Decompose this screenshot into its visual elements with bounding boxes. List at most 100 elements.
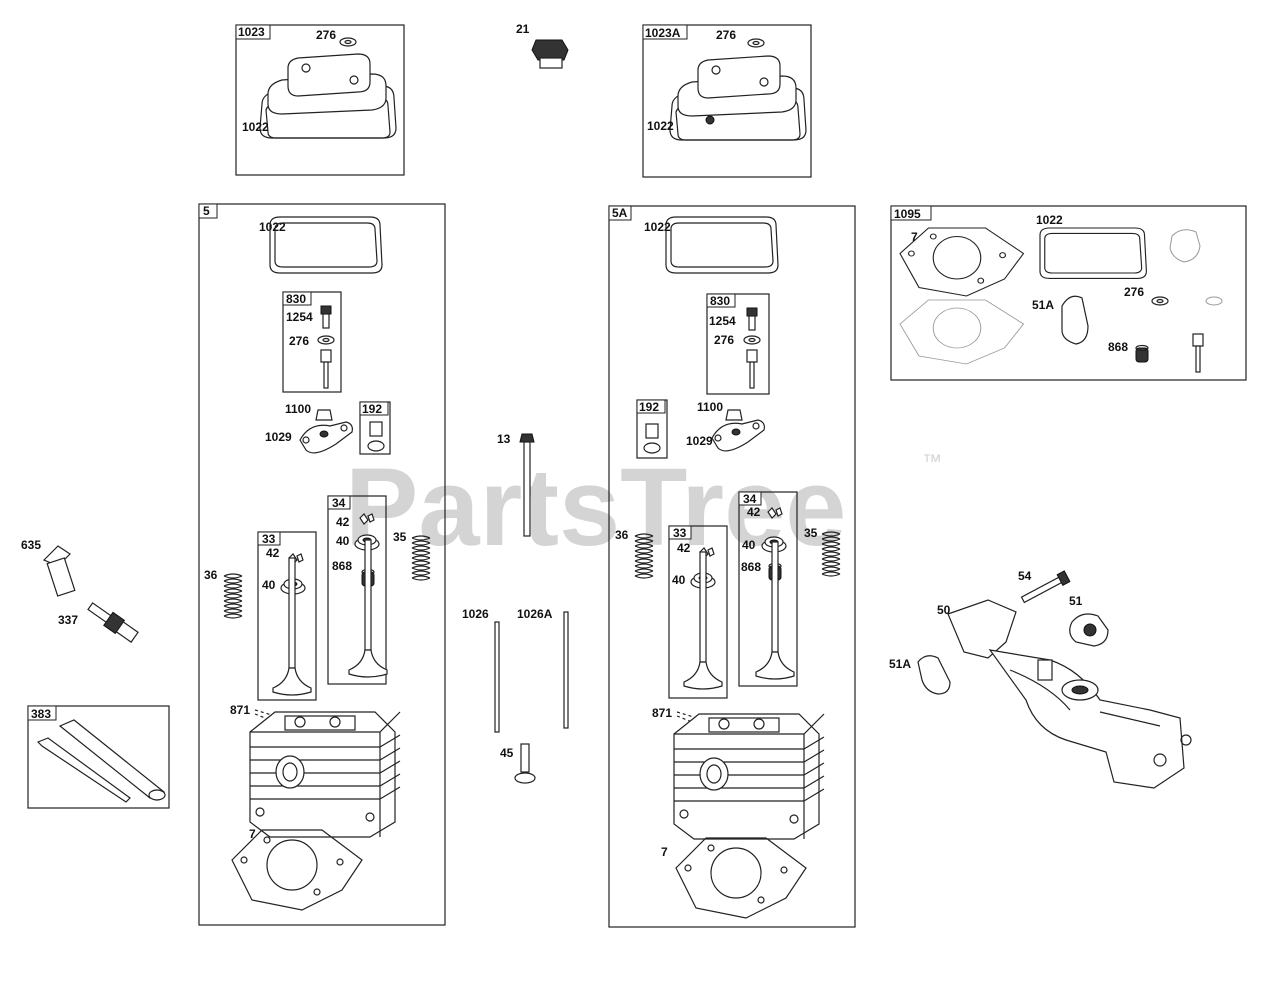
- callout-1022[interactable]: 1022: [644, 220, 671, 234]
- gasket-icon: [1061, 295, 1089, 345]
- callout-276[interactable]: 276: [716, 28, 736, 42]
- watermark-trademark: ™: [922, 451, 942, 473]
- tappet-foot: [514, 772, 536, 784]
- callout-1022[interactable]: 1022: [259, 220, 286, 234]
- callout-42[interactable]: 42: [747, 505, 761, 519]
- callout-42[interactable]: 42: [336, 515, 350, 529]
- head-gasket-icon: [231, 829, 363, 911]
- group-manifold: 54 50 51 51A: [889, 569, 1192, 789]
- callout-51[interactable]: 51: [1069, 594, 1083, 608]
- callout-45[interactable]: 45: [500, 746, 514, 760]
- stud-icon: [1192, 333, 1204, 373]
- callout-51a[interactable]: 51A: [1032, 298, 1054, 312]
- callout-7[interactable]: 7: [911, 230, 918, 244]
- gasket-icon: [917, 655, 951, 695]
- tappet-icon: [520, 743, 530, 773]
- intake-gasket-faded-icon: [1169, 229, 1201, 263]
- callout-276[interactable]: 276: [1124, 285, 1144, 299]
- callout-1022[interactable]: 1022: [242, 120, 269, 134]
- box-label-1023[interactable]: 1023: [238, 25, 265, 39]
- callout-40[interactable]: 40: [672, 573, 686, 587]
- valve-icon: [272, 557, 312, 696]
- callout-1022[interactable]: 1022: [1036, 213, 1063, 227]
- callout-42[interactable]: 42: [266, 546, 280, 560]
- callout-635[interactable]: 635: [21, 538, 41, 552]
- box-label-1023a[interactable]: 1023A: [645, 26, 681, 40]
- callout-7[interactable]: 7: [249, 827, 256, 841]
- box-label-5[interactable]: 5: [203, 204, 210, 218]
- box-label-383[interactable]: 383: [31, 707, 51, 721]
- box-label-33[interactable]: 33: [262, 532, 276, 546]
- intake-manifold-icon: [947, 599, 1192, 789]
- cylinder-head-icon: [249, 711, 401, 838]
- push-rod-guide-icon: [645, 423, 659, 439]
- rocker-stud-icon: [746, 349, 758, 389]
- cylinder-head-icon: [673, 713, 825, 840]
- callout-40[interactable]: 40: [262, 578, 276, 592]
- group-1023: 1023 276 1022: [235, 24, 405, 176]
- box-label-192[interactable]: 192: [639, 400, 659, 414]
- washer-faded-icon: [1205, 296, 1223, 306]
- callout-337[interactable]: 337: [58, 613, 78, 627]
- group-5: 5 1022 830 1254 276 1100 192 1029 34 42 …: [198, 203, 446, 926]
- push-rod-icon: [563, 611, 569, 729]
- callout-276[interactable]: 276: [289, 334, 309, 348]
- bolt-icon: [320, 305, 332, 329]
- group-ignition: 635 337: [21, 538, 139, 643]
- callout-51a[interactable]: 51A: [889, 657, 911, 671]
- callout-868[interactable]: 868: [1108, 340, 1128, 354]
- breather-nipple-icon: [705, 115, 715, 125]
- box-label-1095[interactable]: 1095: [894, 207, 921, 221]
- box-label-5a[interactable]: 5A: [612, 206, 628, 220]
- callout-1100[interactable]: 1100: [697, 400, 723, 414]
- group-1095: 1095 7 1022 276 51A 868: [890, 205, 1247, 381]
- callout-1254[interactable]: 1254: [286, 310, 313, 324]
- box-label-830[interactable]: 830: [286, 292, 306, 306]
- callout-871[interactable]: 871: [652, 706, 672, 720]
- callout-1029[interactable]: 1029: [686, 434, 713, 448]
- spark-plug-boot-icon: [42, 545, 76, 597]
- callout-21[interactable]: 21: [516, 22, 530, 36]
- callout-1026a[interactable]: 1026A: [517, 607, 553, 621]
- push-rod-guide-icon: [369, 421, 383, 437]
- nut-icon: [643, 442, 661, 454]
- callout-276[interactable]: 276: [714, 333, 734, 347]
- rocker-stud-icon: [320, 349, 332, 389]
- callout-40[interactable]: 40: [742, 538, 756, 552]
- valve-cover-icon: [669, 55, 807, 141]
- box-label-33[interactable]: 33: [673, 526, 687, 540]
- nut-icon: [367, 440, 385, 452]
- washer-icon: [339, 37, 357, 47]
- callout-871[interactable]: 871: [230, 703, 250, 717]
- callout-50[interactable]: 50: [937, 603, 951, 617]
- callout-13[interactable]: 13: [497, 432, 511, 446]
- callout-35[interactable]: 35: [804, 526, 818, 540]
- callout-1022[interactable]: 1022: [647, 119, 674, 133]
- gasket-icon: [665, 216, 779, 274]
- box-label-192[interactable]: 192: [362, 402, 382, 416]
- callout-1026[interactable]: 1026: [462, 607, 489, 621]
- callout-1100[interactable]: 1100: [285, 402, 311, 416]
- box-label-34[interactable]: 34: [743, 492, 757, 506]
- callout-868[interactable]: 868: [741, 560, 761, 574]
- callout-868[interactable]: 868: [332, 559, 352, 573]
- callout-276[interactable]: 276: [316, 28, 336, 42]
- bolt-icon: [746, 307, 758, 331]
- bolt-shank: [523, 441, 531, 537]
- callout-1029[interactable]: 1029: [265, 430, 292, 444]
- callout-42[interactable]: 42: [677, 541, 691, 555]
- group-383: 383: [27, 705, 170, 809]
- washer-icon: [747, 38, 765, 48]
- valve-icon: [683, 551, 723, 690]
- callout-1254[interactable]: 1254: [709, 314, 736, 328]
- callout-40[interactable]: 40: [336, 534, 350, 548]
- box-label-830[interactable]: 830: [710, 294, 730, 308]
- callout-36[interactable]: 36: [615, 528, 629, 542]
- callout-35[interactable]: 35: [393, 530, 407, 544]
- box-label-34[interactable]: 34: [332, 496, 346, 510]
- push-rod-icon: [494, 621, 500, 733]
- callout-7[interactable]: 7: [661, 845, 668, 859]
- callout-36[interactable]: 36: [204, 568, 218, 582]
- callout-54[interactable]: 54: [1018, 569, 1032, 583]
- head-gasket-faded-icon: [899, 299, 1025, 365]
